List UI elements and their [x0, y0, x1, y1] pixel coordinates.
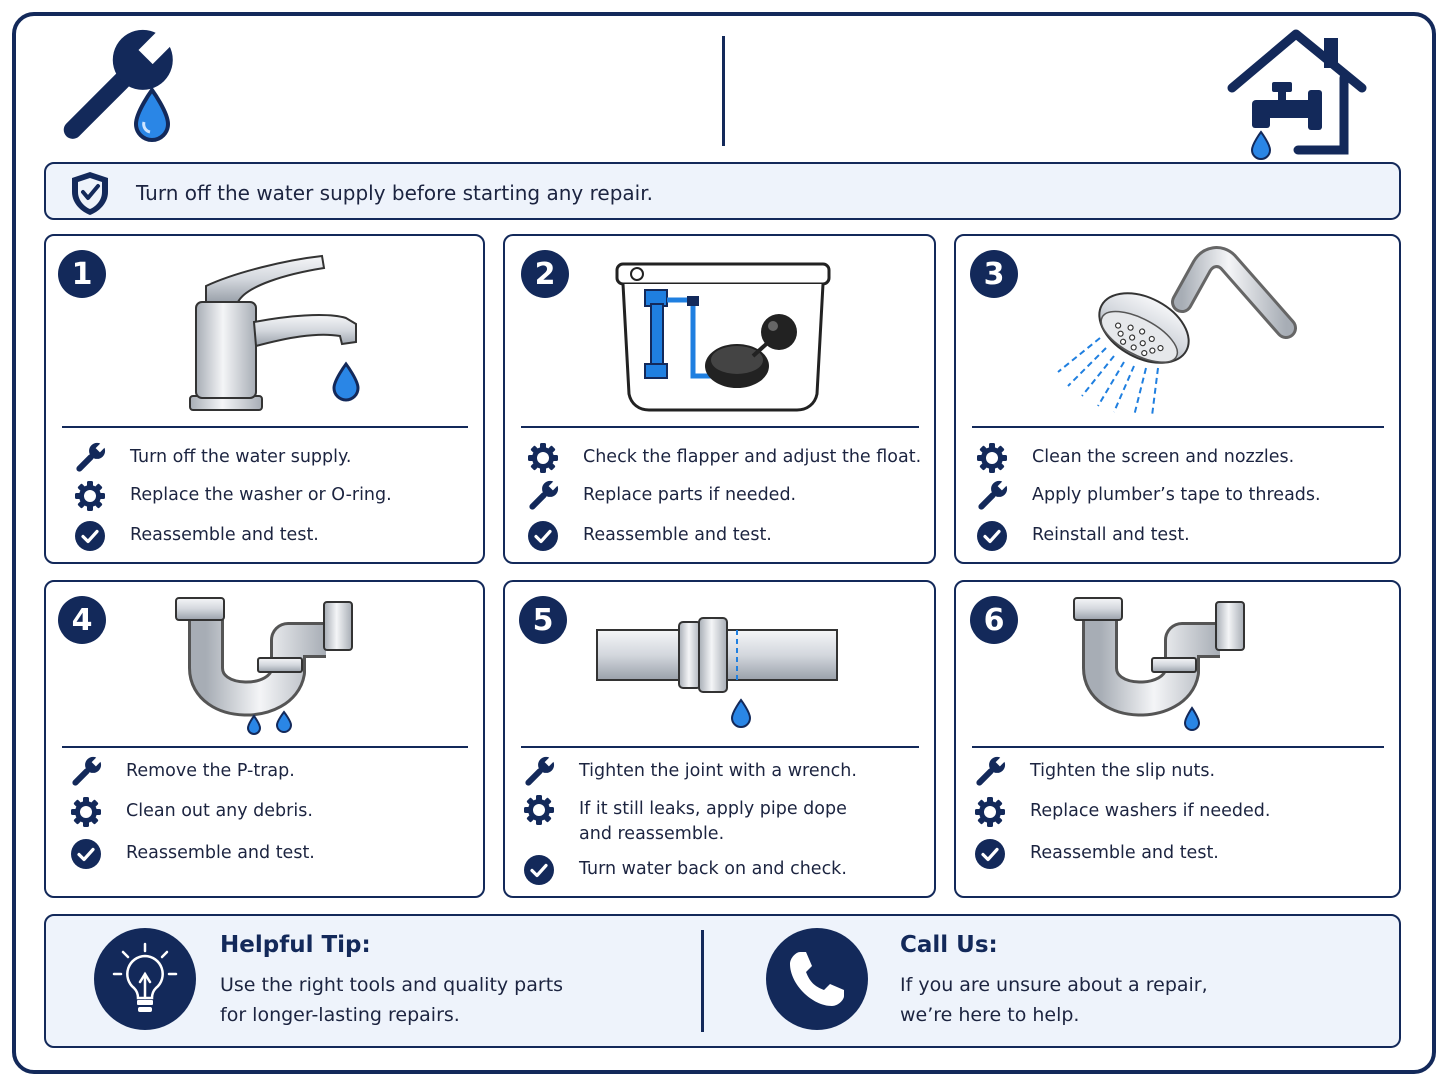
card-step-text: Reassemble and test.	[126, 843, 315, 863]
card-divider	[62, 426, 468, 428]
p-trap-leak-illustration	[175, 597, 353, 735]
gear-icon	[74, 480, 106, 512]
card-step-text: Tighten the joint with a wrench.	[579, 761, 857, 781]
step-number-badge: 6	[970, 596, 1018, 644]
repair-card-5: 5 Tighten the joint with a wrench. If it…	[503, 580, 936, 898]
card-step-text: Tighten the slip nuts.	[1030, 761, 1216, 781]
pipe-joint-illustration	[596, 617, 838, 728]
repair-card-3: 3 Clean the screen and nozzles.	[954, 234, 1401, 564]
check-icon	[523, 854, 555, 886]
card-step: If it still leaks, apply pipe dope and r…	[523, 794, 869, 847]
card-step: Reassemble and test.	[527, 520, 772, 552]
call-title: Call Us:	[900, 932, 998, 958]
repair-card-1: 1 Turn off the water supply. Replace the…	[44, 234, 485, 564]
card-step-text: Turn off the water supply.	[130, 447, 352, 467]
house-faucet-icon	[1227, 29, 1367, 160]
card-step-text: Reassemble and test.	[583, 525, 772, 545]
card-step: Reassemble and test.	[74, 520, 319, 552]
card-step-text: Reassemble and test.	[130, 525, 319, 545]
shield-check-icon	[72, 172, 108, 215]
card-step-text: Remove the P-trap.	[126, 761, 295, 781]
card-step-text: Reinstall and test.	[1032, 525, 1190, 545]
card-step-text: Clean out any debris.	[126, 801, 313, 821]
card-divider	[521, 746, 919, 748]
repair-card-6: 6 Tighten the slip nuts. Replace washers…	[954, 580, 1401, 898]
step-number-badge: 3	[970, 250, 1018, 298]
card-step: Tighten the joint with a wrench.	[523, 756, 857, 788]
card-step-text: Replace parts if needed.	[583, 485, 797, 505]
gear-icon	[70, 796, 102, 828]
tip-text: Use the right tools and quality parts fo…	[220, 974, 564, 1026]
card-divider	[972, 426, 1384, 428]
safety-banner: Turn off the water supply before startin…	[44, 162, 1401, 220]
card-step: Reinstall and test.	[976, 520, 1190, 552]
card-step: Turn water back on and check.	[523, 854, 847, 886]
card-step-text: Replace washers if needed.	[1030, 801, 1271, 821]
card-divider	[62, 746, 468, 748]
wrench-drop-logo-icon	[63, 26, 177, 142]
card-step: Remove the P-trap.	[70, 756, 295, 788]
lightbulb-icon	[112, 942, 178, 1012]
wrench-icon	[74, 442, 106, 474]
gear-icon	[974, 796, 1006, 828]
card-step: Replace parts if needed.	[527, 480, 796, 512]
card-step-text: Reassemble and test.	[1030, 843, 1219, 863]
card-step: Clean out any debris.	[70, 796, 313, 828]
card-step-text: Replace the washer or O-ring.	[130, 485, 392, 505]
card-step: Replace washers if needed.	[974, 796, 1270, 828]
step-number-badge: 2	[521, 250, 569, 298]
card-step: Reassemble and test.	[974, 838, 1219, 870]
card-step: Tighten the slip nuts.	[974, 756, 1215, 788]
toilet-tank-illustration	[615, 262, 831, 412]
step-number-badge: 5	[519, 596, 567, 644]
call-icon-circle	[766, 928, 868, 1030]
tip-icon-circle	[94, 928, 196, 1030]
card-step: Reassemble and test.	[70, 838, 315, 870]
banner-text: Turn off the water supply before startin…	[136, 181, 653, 205]
phone-icon	[790, 952, 844, 1006]
wrench-icon	[527, 480, 559, 512]
wrench-icon	[523, 756, 555, 788]
step-number-badge: 1	[58, 250, 106, 298]
repair-card-4: 4 Remove the P-trap. Clean out any debri…	[44, 580, 485, 898]
check-icon	[74, 520, 106, 552]
card-divider	[972, 746, 1384, 748]
check-icon	[976, 520, 1008, 552]
tip-title: Helpful Tip:	[220, 932, 371, 958]
p-trap-drip-illustration	[1073, 597, 1245, 731]
check-icon	[70, 838, 102, 870]
step-number-badge: 4	[58, 596, 106, 644]
repair-card-2: 2 Check the flapper and adjust the float…	[503, 234, 936, 564]
gear-icon	[523, 794, 555, 826]
card-divider	[521, 426, 919, 428]
wrench-icon	[974, 756, 1006, 788]
check-icon	[527, 520, 559, 552]
card-step: Turn off the water supply.	[74, 442, 351, 474]
wrench-icon	[70, 756, 102, 788]
shower-head-illustration	[1057, 246, 1297, 417]
wrench-icon	[976, 480, 1008, 512]
card-step-text: If it still leaks, apply pipe dope and r…	[579, 799, 847, 844]
call-text: If you are unsure about a repair, we’re …	[900, 974, 1208, 1026]
card-step: Replace the washer or O-ring.	[74, 480, 392, 512]
card-step: Check the flapper and adjust the float.	[527, 442, 921, 474]
card-step-text: Turn water back on and check.	[579, 859, 847, 879]
card-step-text: Apply plumber’s tape to threads.	[1032, 485, 1321, 505]
card-step: Clean the screen and nozzles.	[976, 442, 1294, 474]
gear-icon	[976, 442, 1008, 474]
header-divider	[722, 36, 725, 146]
bottom-divider	[701, 930, 704, 1032]
check-icon	[974, 838, 1006, 870]
gear-icon	[527, 442, 559, 474]
card-step-text: Clean the screen and nozzles.	[1032, 447, 1295, 467]
card-step: Apply plumber’s tape to threads.	[976, 480, 1321, 512]
card-step-text: Check the flapper and adjust the float.	[583, 447, 922, 467]
faucet-illustration	[189, 254, 360, 411]
bottom-info-panel: Helpful Tip: Use the right tools and qua…	[44, 914, 1401, 1048]
